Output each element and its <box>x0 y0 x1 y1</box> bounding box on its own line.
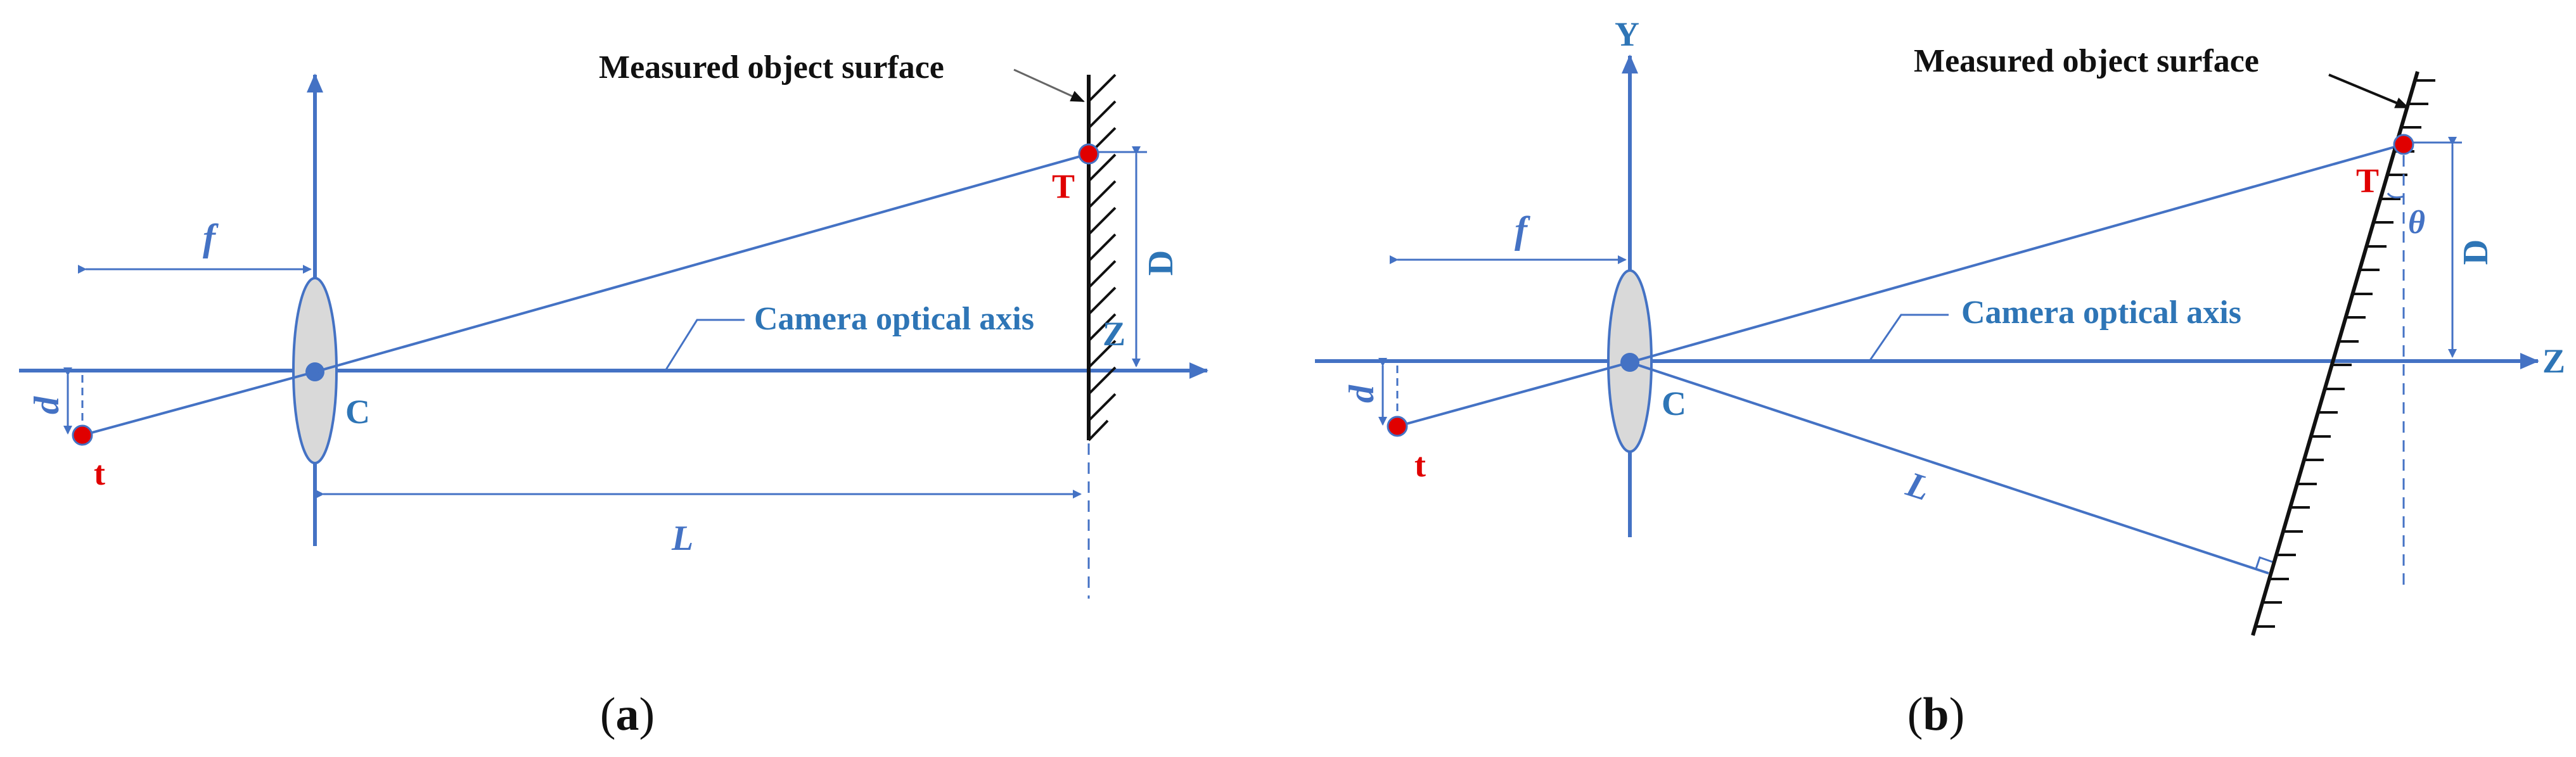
z-axis-label: Z <box>2542 342 2565 380</box>
theta-label: θ <box>2408 205 2425 241</box>
surface-label: Measured object surface <box>599 49 944 86</box>
target-point-dot <box>2393 134 2414 155</box>
focal-length-label: f <box>1515 209 1530 251</box>
ray-to-image <box>82 371 316 436</box>
ray-to-target <box>314 153 1089 373</box>
image-point-label: t <box>1414 446 1426 484</box>
caption-a: (a) <box>600 689 655 741</box>
surface-label: Measured object surface <box>1914 43 2259 79</box>
ray-to-image <box>1397 361 1631 428</box>
theta-arc <box>2387 193 2404 199</box>
perpendicular-l-line <box>1629 361 2269 575</box>
distance-l-label: L <box>671 519 693 558</box>
image-point-dot <box>1387 416 1408 437</box>
target-point-dot <box>1078 143 1099 165</box>
offset-d-label: d <box>27 396 67 414</box>
surface-label-leader <box>2328 73 2409 109</box>
object-surface <box>2251 71 2419 636</box>
panel-b: Measured object surface Camera optical a… <box>1315 15 2565 741</box>
panel-a: Measured object surface Camera optical a… <box>19 49 1208 741</box>
y-axis-label: Y <box>1615 15 1639 53</box>
image-point-label: t <box>94 454 105 492</box>
offset-d-label: d <box>1342 385 1381 403</box>
focal-length-label: f <box>203 217 219 258</box>
surface-label-leader <box>1013 68 1085 103</box>
ray-to-target <box>1629 143 2404 364</box>
axis-label-leader <box>664 319 745 371</box>
center-label: C <box>1662 385 1686 423</box>
target-point-label: T <box>1052 167 1075 205</box>
image-point-dot <box>72 424 93 446</box>
right-angle-marker <box>2255 556 2273 569</box>
target-point-label: T <box>2356 162 2379 200</box>
z-axis-label: Z <box>1103 315 1125 353</box>
axis-label-leader <box>1868 314 1949 362</box>
surface-hatching <box>1087 73 1117 442</box>
surface-hatching <box>2255 79 2435 628</box>
center-label: C <box>345 393 370 431</box>
height-d-label: D <box>2456 239 2496 265</box>
camera-axis-label: Camera optical axis <box>754 301 1034 337</box>
distance-l-label: L <box>1901 464 1935 509</box>
camera-axis-label: Camera optical axis <box>1961 295 2241 331</box>
caption-b: (b) <box>1907 689 1964 741</box>
height-d-label: D <box>1141 250 1181 276</box>
